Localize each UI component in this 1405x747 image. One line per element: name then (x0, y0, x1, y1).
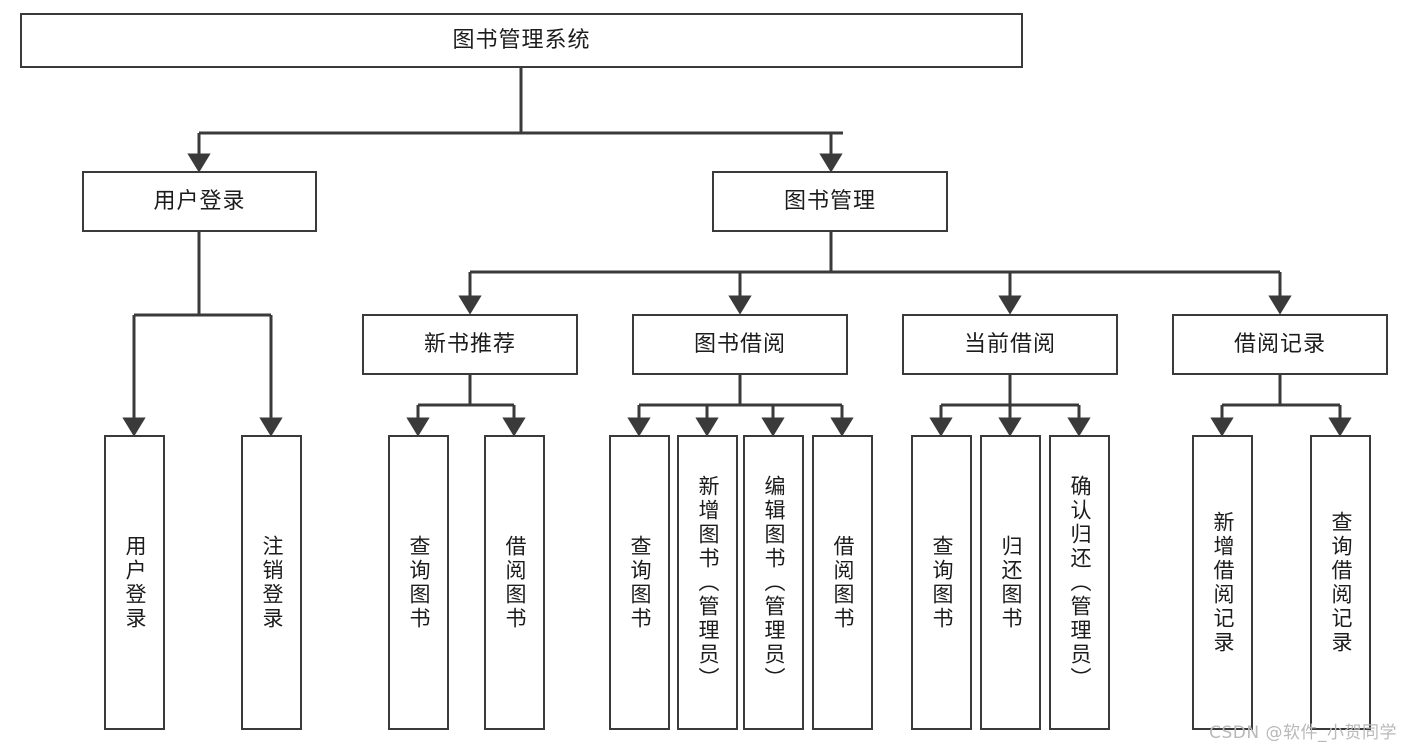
node-new-book-recommend[interactable]: 新书推荐 (362, 314, 578, 375)
node-leaf-query-book-1-label: 查询图书 (407, 534, 431, 631)
node-leaf-borrow-book-2-label: 借阅图书 (831, 534, 855, 631)
node-new-book-recommend-label: 新书推荐 (423, 331, 516, 357)
node-book-borrow[interactable]: 图书借阅 (632, 314, 848, 375)
node-root-label: 图书管理系统 (452, 27, 591, 53)
node-leaf-confirm-return-label: 确认归还（管理员） (1068, 474, 1092, 691)
node-leaf-query-book-2-label: 查询图书 (628, 534, 652, 631)
node-borrow-record[interactable]: 借阅记录 (1172, 314, 1388, 375)
node-user-login-label: 用户登录 (153, 188, 246, 214)
node-leaf-logout-login[interactable]: 注销登录 (241, 435, 302, 730)
node-leaf-logout-login-label: 注销登录 (260, 534, 284, 631)
node-leaf-borrow-book-1-label: 借阅图书 (503, 534, 527, 631)
node-leaf-user-login[interactable]: 用户登录 (104, 435, 165, 730)
node-book-management[interactable]: 图书管理 (712, 171, 948, 232)
node-current-borrow-label: 当前借阅 (963, 331, 1056, 357)
node-leaf-query-record[interactable]: 查询借阅记录 (1310, 435, 1371, 730)
node-leaf-query-book-3[interactable]: 查询图书 (911, 435, 972, 730)
node-leaf-return-book[interactable]: 归还图书 (980, 435, 1041, 730)
node-leaf-query-record-label: 查询借阅记录 (1329, 510, 1353, 655)
node-current-borrow[interactable]: 当前借阅 (902, 314, 1118, 375)
node-leaf-edit-book-label: 编辑图书（管理员） (762, 474, 786, 691)
node-leaf-borrow-book-1[interactable]: 借阅图书 (484, 435, 545, 730)
node-leaf-return-book-label: 归还图书 (999, 534, 1023, 631)
node-borrow-record-label: 借阅记录 (1233, 331, 1326, 357)
node-leaf-edit-book[interactable]: 编辑图书（管理员） (743, 435, 804, 730)
node-leaf-query-book-1[interactable]: 查询图书 (388, 435, 449, 730)
node-root[interactable]: 图书管理系统 (20, 13, 1023, 68)
node-leaf-confirm-return[interactable]: 确认归还（管理员） (1049, 435, 1110, 730)
node-book-management-label: 图书管理 (783, 188, 876, 214)
csdn-watermark: CSDN @软件_小贺同学 (1209, 723, 1397, 743)
node-leaf-add-record[interactable]: 新增借阅记录 (1192, 435, 1253, 730)
node-leaf-query-book-2[interactable]: 查询图书 (609, 435, 670, 730)
node-leaf-add-record-label: 新增借阅记录 (1211, 510, 1235, 655)
node-leaf-borrow-book-2[interactable]: 借阅图书 (812, 435, 873, 730)
node-leaf-add-book[interactable]: 新增图书（管理员） (677, 435, 738, 730)
node-leaf-add-book-label: 新增图书（管理员） (696, 474, 720, 691)
node-book-borrow-label: 图书借阅 (693, 331, 786, 357)
node-leaf-user-login-label: 用户登录 (123, 534, 147, 631)
node-leaf-query-book-3-label: 查询图书 (930, 534, 954, 631)
node-user-login[interactable]: 用户登录 (82, 171, 317, 232)
